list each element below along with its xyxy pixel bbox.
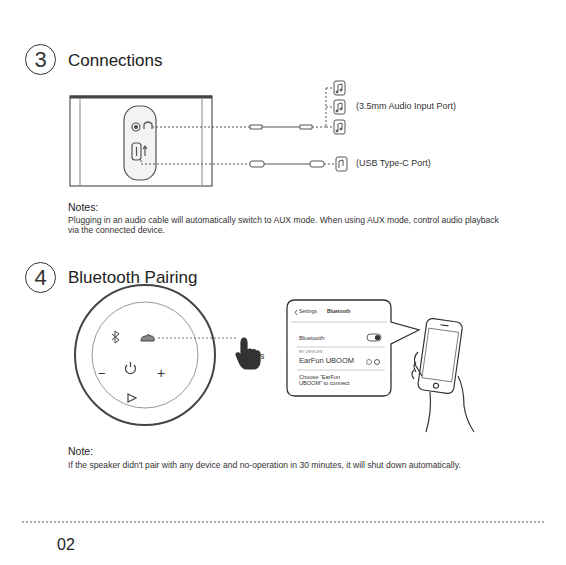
note-text: If the speaker didn't pair with any devi… [68, 460, 538, 470]
section-heading: Connections [68, 51, 163, 71]
press-duration: 1s [255, 351, 265, 362]
section-heading: Bluetooth Pairing [68, 268, 197, 288]
section-number: 3 [34, 49, 46, 71]
bubble-text: Bluetooth [299, 335, 324, 342]
section-number: 4 [34, 267, 46, 289]
bubble-text: Choose “EarFun UBOOM” to connect [299, 374, 361, 387]
section-number-circle: 4 [25, 262, 56, 293]
section-number-circle: 3 [25, 44, 56, 75]
volume-down-symbol: − [98, 366, 106, 382]
port-label: (3.5mm Audio Input Port) [356, 101, 456, 112]
bubble-text: MY DEVICES [299, 350, 322, 354]
note-text: Plugging in an audio cable will automati… [68, 215, 508, 236]
bubble-text: Settings [299, 309, 317, 315]
port-label: (USB Type-C Port) [356, 158, 431, 169]
bubble-text: EarFun UBOOM [299, 357, 354, 366]
settings-callout-bubble: SettingsBluetoothBluetoothMY DEVICESEarF… [287, 300, 391, 396]
notes-heading: Notes: [68, 201, 98, 214]
page-number: 02 [57, 535, 75, 554]
volume-up-symbol: + [157, 365, 165, 382]
notes-heading: Note: [68, 445, 93, 458]
bubble-text: Bluetooth [327, 309, 350, 315]
